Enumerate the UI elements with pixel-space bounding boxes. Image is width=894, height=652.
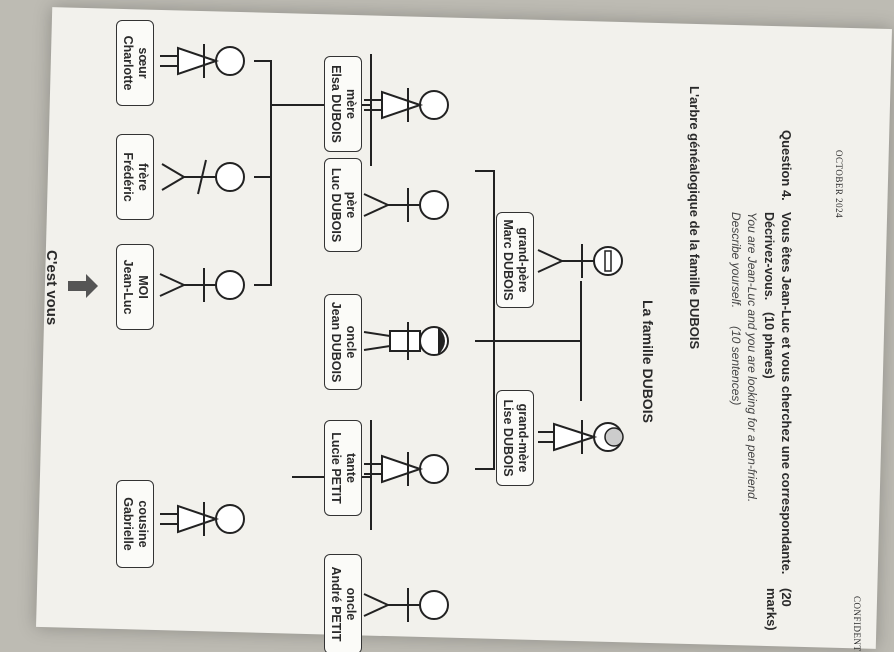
- children-bar: [493, 170, 495, 470]
- member-name: André PETIT: [329, 566, 343, 642]
- grandpere-figure: [537, 244, 623, 278]
- drop-moi: [254, 284, 272, 286]
- question-instruction: Décrivez-vous.: [762, 212, 776, 301]
- header-date: OCTOBER 2024: [834, 150, 844, 219]
- member-name: Lise DUBOIS: [501, 399, 515, 477]
- member-name: Jean-Luc: [121, 259, 135, 315]
- pere-figure: [363, 188, 449, 222]
- member-box-oncle-jean: oncle Jean DUBOIS: [324, 294, 362, 390]
- member-box-moi: MOI Jean-Luc: [116, 244, 154, 330]
- arrow-up-icon: [68, 274, 98, 298]
- cest-vous-label: C'est vous: [43, 250, 60, 326]
- member-name: Lucie PETIT: [329, 432, 343, 504]
- member-box-frere: frère Frédéric: [116, 134, 154, 220]
- cousine-figure: [160, 502, 245, 536]
- member-box-pere: père Luc DUBOIS: [324, 158, 362, 252]
- tree-title: La famille DUBOIS: [640, 300, 656, 423]
- member-box-soeur: sœur Charlotte: [116, 20, 154, 106]
- member-name: Charlotte: [121, 35, 135, 91]
- drop-tante: [475, 468, 495, 470]
- drop-soeur: [254, 60, 272, 62]
- member-role: tante: [344, 453, 358, 483]
- question-english-instruction: Describe yourself.: [729, 212, 743, 309]
- member-name: Jean DUBOIS: [329, 301, 343, 383]
- member-role: grand-père: [516, 227, 530, 293]
- drop-oncle: [475, 340, 495, 342]
- question-english-prompt: You are Jean-Luc and you are looking for…: [745, 212, 759, 503]
- member-role: grand-mère: [516, 403, 530, 473]
- member-box-grandpere: grand-père Marc DUBOIS: [496, 212, 534, 308]
- mere-figure: [364, 88, 449, 122]
- member-role: cousine: [136, 500, 150, 548]
- tante-figure: [364, 452, 449, 486]
- member-name: Luc DUBOIS: [329, 167, 343, 243]
- soeur-figure: [160, 44, 245, 78]
- grandmere-figure: [538, 420, 624, 454]
- oncle-andre-figure: [363, 588, 449, 622]
- member-box-mere: mère Elsa DUBOIS: [324, 56, 362, 152]
- tree-caption: L'arbre généalogique de la famille DUBOI…: [687, 86, 702, 350]
- member-role: oncle: [344, 587, 358, 621]
- siblings-bar: [270, 60, 272, 286]
- question-label: Question 4.: [779, 130, 794, 201]
- member-name: Gabrielle: [121, 497, 135, 551]
- header-confidential: CONFIDENTIAL: [852, 596, 862, 652]
- member-box-cousine: cousine Gabrielle: [116, 480, 154, 568]
- member-name: Elsa DUBOIS: [329, 65, 343, 143]
- member-name: Frédéric: [121, 152, 135, 202]
- member-role: mère: [344, 89, 358, 119]
- drop-pere: [475, 170, 495, 172]
- member-box-grandmere: grand-mère Lise DUBOIS: [496, 390, 534, 486]
- member-role: sœur: [136, 47, 150, 79]
- member-box-oncle-andre: oncle André PETIT: [324, 554, 362, 652]
- member-role: père: [344, 191, 358, 219]
- drop-frere: [254, 176, 272, 178]
- member-role: frère: [136, 163, 150, 191]
- question-phrases: (10 phares): [762, 312, 776, 379]
- member-role: MOI: [136, 275, 150, 299]
- member-name: Marc DUBOIS: [501, 219, 515, 301]
- oncle-jean-figure: [363, 322, 449, 360]
- question-marks: (20 marks): [764, 588, 794, 631]
- question-prompt: Vous êtes Jean-Luc et vous cherchez une …: [779, 212, 794, 575]
- member-role: oncle: [344, 325, 358, 359]
- moi-figure: [159, 268, 245, 302]
- member-box-tante: tante Lucie PETIT: [324, 420, 362, 516]
- frere-figure: [161, 159, 245, 195]
- worksheet-page: OCTOBER 2024 CONFIDENTIAL Question 4. Vo…: [43, 20, 862, 652]
- question-sentences: (10 sentences): [729, 326, 743, 406]
- grandparents-drop: [495, 340, 581, 342]
